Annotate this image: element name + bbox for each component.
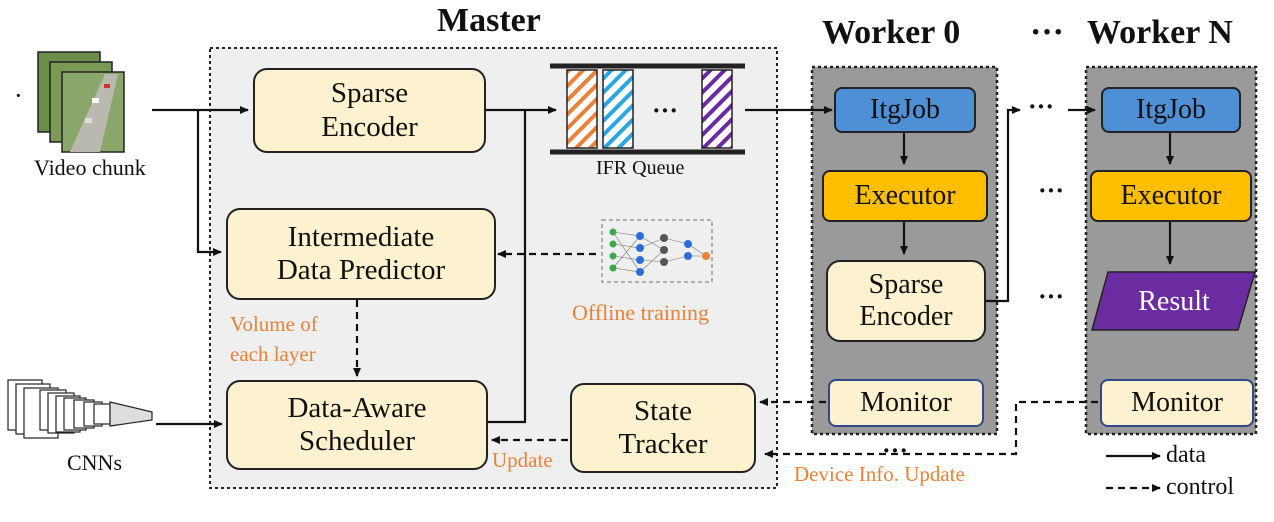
update-label: Update (492, 448, 553, 472)
worker0-encoder-line1: Sparse (868, 268, 944, 300)
between-dots-1: ··· (1028, 92, 1055, 121)
video-leading-dots: · (14, 81, 23, 110)
data-aware-scheduler: Data-Aware Scheduler (226, 380, 488, 470)
ifr-queue (550, 63, 745, 155)
offline-training-label: Offline training (572, 300, 710, 325)
predictor-line2: Data Predictor (276, 254, 446, 286)
video-chunk-label: Video chunk (34, 155, 146, 180)
tracker-line2: Tracker (618, 428, 708, 460)
worker0-monitor-label: Monitor (860, 386, 952, 418)
workerN-itgjob-label: ItgJob (1136, 93, 1206, 125)
worker0-executor-label: Executor (854, 179, 956, 211)
between-dots-4: ··· (882, 436, 909, 465)
master-title: Master (437, 2, 541, 39)
result-shape (1091, 271, 1257, 331)
worker0-sparse-encoder: Sparse Encoder (826, 260, 986, 342)
volume-label-1: Volume of (230, 312, 318, 336)
worker0-title: Worker 0 (822, 14, 961, 51)
worker0-encoder-line2: Encoder (859, 301, 953, 332)
intermediate-data-predictor: Intermediate Data Predictor (226, 208, 496, 300)
queue-dots: ··· (652, 96, 679, 125)
predictor-line1: Intermediate (287, 220, 435, 253)
cnns-label: CNNs (67, 450, 123, 475)
neural-network-icon (601, 219, 713, 283)
worker0-monitor: Monitor (828, 379, 984, 427)
legend-data-label: data (1166, 442, 1206, 468)
workerN-executor: Executor (1090, 170, 1252, 222)
worker0-executor: Executor (822, 170, 988, 222)
device-info-update-label: Device Info. Update (794, 462, 965, 486)
volume-label-2: each layer (230, 342, 316, 366)
between-dots-3: ··· (1038, 282, 1065, 311)
sparse-encoder-master: Sparse Encoder (253, 68, 486, 153)
cnn-stack-icon (7, 379, 153, 439)
workerN-executor-label: Executor (1120, 179, 1222, 211)
header-ellipsis: ··· (1030, 14, 1065, 51)
worker0-itgjob: ItgJob (834, 87, 976, 133)
state-tracker: State Tracker (570, 383, 756, 473)
scheduler-line1: Data-Aware (287, 391, 427, 424)
ifr-queue-label: IFR Queue (596, 157, 685, 179)
video-chunk-thumbnails (37, 51, 125, 153)
between-dots-2: ··· (1038, 176, 1065, 205)
workerN-result-label: Result (1138, 285, 1210, 317)
workerN-monitor-label: Monitor (1131, 386, 1223, 418)
scheduler-line2: Scheduler (299, 425, 415, 457)
tracker-line1: State (634, 394, 692, 427)
workerN-itgjob: ItgJob (1101, 87, 1241, 133)
workerN-title: Worker N (1087, 14, 1233, 51)
workerN-result: Result (1100, 276, 1248, 328)
workerN-monitor: Monitor (1100, 379, 1254, 427)
worker0-itgjob-label: ItgJob (870, 93, 940, 125)
legend-control-label: control (1166, 474, 1234, 500)
sparse-encoder-label: Sparse Encoder (321, 77, 418, 143)
